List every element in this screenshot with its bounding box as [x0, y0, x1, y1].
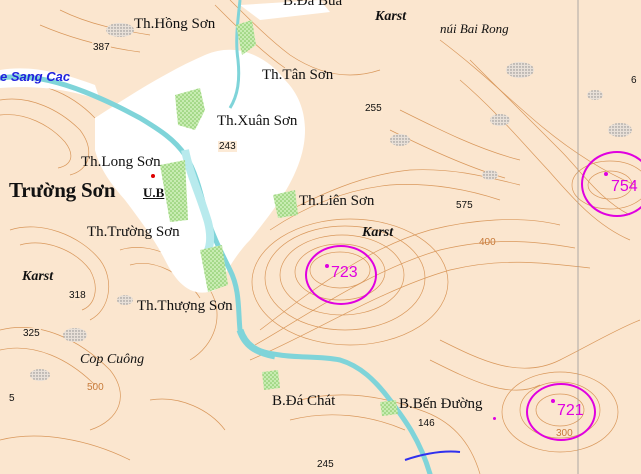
valley-floor	[95, 49, 305, 293]
elevation-243: 243	[218, 141, 237, 152]
site-circle-723[interactable]	[305, 245, 377, 305]
river-bend	[236, 328, 276, 360]
label-b-ben-duong: B.Bến Đường	[399, 396, 483, 412]
elevation-575: 575	[455, 200, 474, 211]
site-dot-721	[551, 399, 555, 403]
label-tan-son: Th.Tân Sơn	[262, 67, 334, 83]
label-sang-cac: e Sang Cac	[0, 69, 71, 84]
point-marker	[493, 417, 496, 420]
elevation-5: 5	[9, 393, 15, 404]
site-dot-754	[604, 172, 608, 176]
valley-north	[240, 0, 330, 20]
site-dot-723	[325, 264, 329, 268]
contour-label-400: 400	[479, 237, 496, 248]
label-cop-cuong: Cop Cuông	[80, 352, 145, 367]
elevation-318: 318	[68, 290, 87, 301]
label-karst-top: Karst	[375, 9, 407, 24]
elevation-387: 387	[92, 42, 111, 53]
elevation-6: 6	[631, 75, 637, 86]
river-north	[228, 0, 242, 109]
label-karst-left: Karst	[22, 269, 54, 284]
label-lien-son: Th.Liên Sơn	[299, 193, 375, 209]
label-xuan-son: Th.Xuân Sơn	[217, 113, 298, 129]
label-b-da-chat: B.Đá Chát	[272, 393, 336, 409]
label-nui-bai-rong: núi Bai Rong	[440, 21, 509, 36]
label-hong-son: Th.Hồng Sơn	[134, 16, 216, 32]
elevation-146: 146	[417, 418, 436, 429]
elevation-255: 255	[364, 103, 383, 114]
commune-marker-dot	[151, 174, 155, 178]
elevation-245: 245	[316, 459, 335, 470]
site-number-754[interactable]: 754	[611, 178, 638, 195]
label-karst-mid: Karst	[362, 225, 394, 240]
contour-label-500: 500	[87, 382, 104, 393]
elevation-325: 325	[22, 328, 41, 339]
vegetation	[160, 20, 398, 416]
site-circle-721[interactable]	[526, 383, 596, 441]
river-main	[0, 74, 433, 474]
label-truong-son-commune: Trường Sơn	[9, 178, 116, 202]
label-thuong-son: Th.Thượng Sơn	[137, 298, 233, 314]
label-long-son: Th.Long Sơn	[81, 154, 161, 170]
river-east	[404, 450, 461, 461]
label-b-da-bua: B.Đá Bùa	[283, 0, 343, 9]
label-truong-son-hamlet: Th.Trường Sơn	[87, 224, 180, 240]
site-circle-754[interactable]	[581, 151, 641, 217]
rock-outcrops	[30, 23, 632, 381]
label-ub: U.B	[143, 185, 165, 200]
site-number-723[interactable]: 723	[331, 264, 358, 281]
site-number-721[interactable]: 721	[557, 402, 584, 419]
